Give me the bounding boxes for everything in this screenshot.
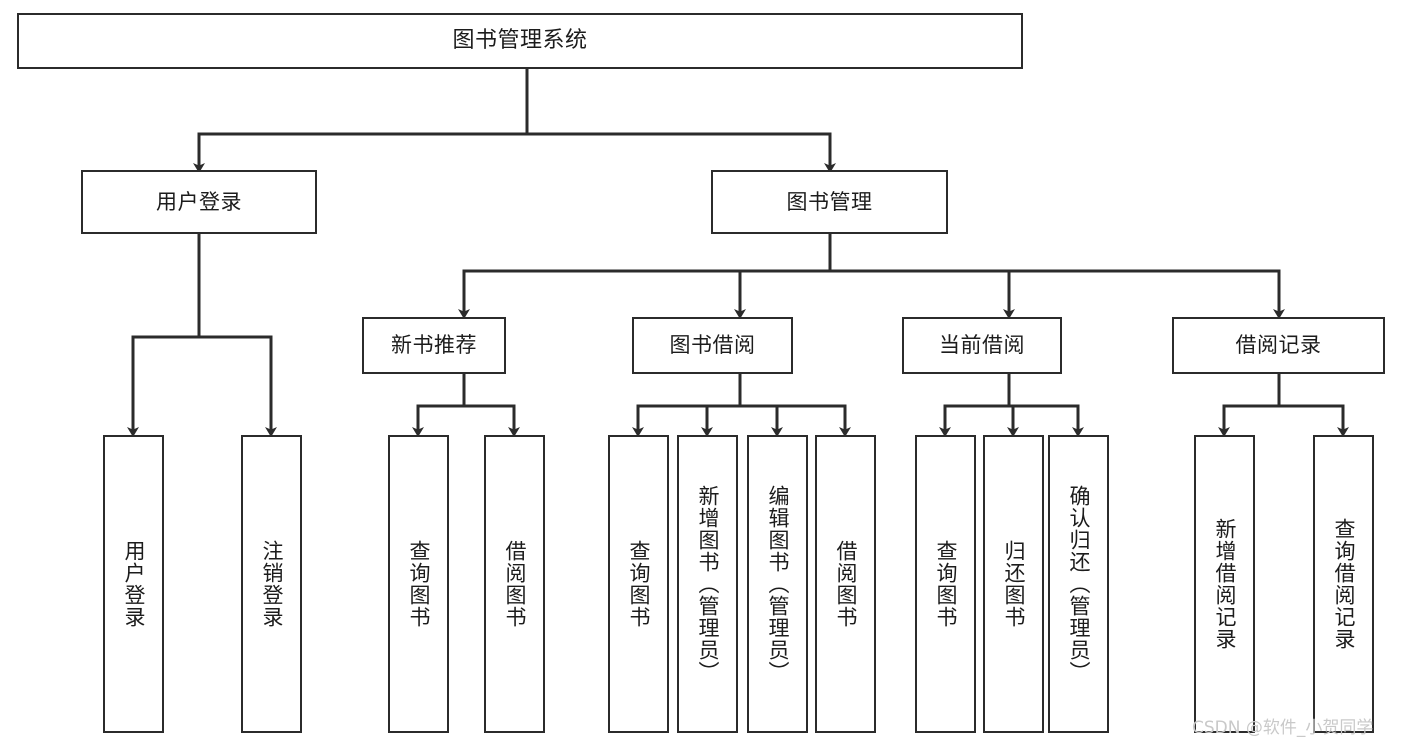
node-current-borrow[interactable]: 当前借阅 xyxy=(902,317,1062,374)
leaf-borrow-add-book-admin-label: 新增图书（管理员） xyxy=(696,485,720,683)
leaf-newbook-query-books[interactable]: 查询图书 xyxy=(388,435,449,733)
node-new-book-recommend[interactable]: 新书推荐 xyxy=(362,317,506,374)
leaf-current-return-books[interactable]: 归还图书 xyxy=(983,435,1044,733)
leaf-current-confirm-return-admin[interactable]: 确认归还（管理员） xyxy=(1048,435,1109,733)
node-root-system-label: 图书管理系统 xyxy=(452,28,588,54)
node-book-borrow-label: 图书借阅 xyxy=(669,333,756,358)
node-user-login[interactable]: 用户登录 xyxy=(81,170,317,234)
leaf-newbook-borrow-books-label: 借阅图书 xyxy=(503,540,527,628)
node-user-login-label: 用户登录 xyxy=(156,189,242,214)
node-root-system[interactable]: 图书管理系统 xyxy=(17,13,1023,69)
leaf-borrow-edit-book-admin[interactable]: 编辑图书（管理员） xyxy=(747,435,808,733)
node-book-management[interactable]: 图书管理 xyxy=(711,170,948,234)
csdn-watermark: CSDN @软件_小贺同学 xyxy=(1192,718,1374,738)
leaf-newbook-borrow-books[interactable]: 借阅图书 xyxy=(484,435,545,733)
leaf-borrow-query-books-label: 查询图书 xyxy=(627,540,651,628)
leaf-newbook-query-books-label: 查询图书 xyxy=(407,540,431,628)
leaf-borrow-borrow-books-label: 借阅图书 xyxy=(834,540,858,628)
leaf-records-query-record-label: 查询借阅记录 xyxy=(1332,518,1356,650)
node-new-book-recommend-label: 新书推荐 xyxy=(391,333,477,358)
node-book-borrow[interactable]: 图书借阅 xyxy=(632,317,793,374)
leaf-logout-label: 注销登录 xyxy=(260,540,284,628)
leaf-records-query-record[interactable]: 查询借阅记录 xyxy=(1313,435,1374,733)
leaf-current-query-books-label: 查询图书 xyxy=(934,540,958,628)
leaf-records-add-record-label: 新增借阅记录 xyxy=(1213,518,1237,650)
leaf-user-login-label: 用户登录 xyxy=(122,540,146,628)
leaf-borrow-add-book-admin[interactable]: 新增图书（管理员） xyxy=(677,435,738,733)
node-current-borrow-label: 当前借阅 xyxy=(939,333,1025,358)
node-borrow-records-label: 借阅记录 xyxy=(1235,333,1322,358)
leaf-records-add-record[interactable]: 新增借阅记录 xyxy=(1194,435,1255,733)
leaf-logout[interactable]: 注销登录 xyxy=(241,435,302,733)
node-borrow-records[interactable]: 借阅记录 xyxy=(1172,317,1385,374)
leaf-current-return-books-label: 归还图书 xyxy=(1002,540,1026,628)
leaf-current-query-books[interactable]: 查询图书 xyxy=(915,435,976,733)
leaf-borrow-borrow-books[interactable]: 借阅图书 xyxy=(815,435,876,733)
node-book-management-label: 图书管理 xyxy=(786,189,873,214)
leaf-borrow-edit-book-admin-label: 编辑图书（管理员） xyxy=(766,485,790,683)
leaf-current-confirm-return-admin-label: 确认归还（管理员） xyxy=(1067,485,1091,683)
leaf-user-login[interactable]: 用户登录 xyxy=(103,435,164,733)
leaf-borrow-query-books[interactable]: 查询图书 xyxy=(608,435,669,733)
